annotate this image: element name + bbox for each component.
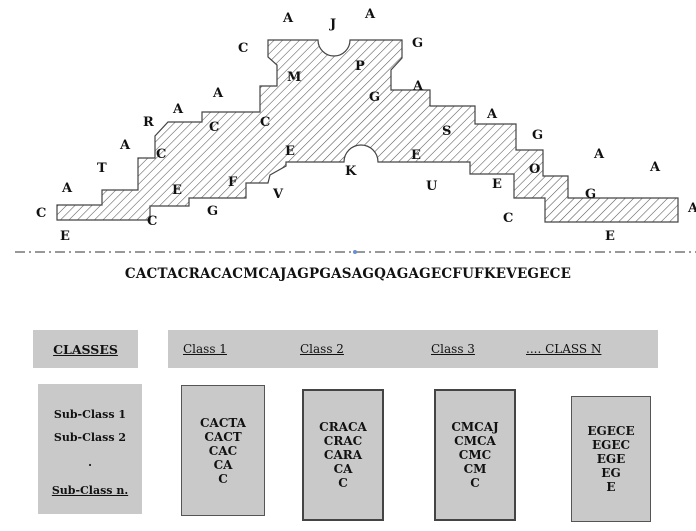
- letter-left-9: E: [172, 183, 182, 198]
- letter-left-2: E: [60, 229, 70, 244]
- letter-peak-2: J: [329, 17, 336, 32]
- classes-label-box: CLASSES: [33, 330, 138, 368]
- letter-right-2: S: [442, 124, 451, 139]
- letter-left-3: A: [61, 181, 73, 196]
- class-n-item: E: [606, 480, 616, 494]
- letter-right-7: A: [593, 147, 605, 162]
- class-header-3: Class 3: [431, 342, 475, 356]
- class-3-item: CM: [463, 462, 487, 476]
- letter-right-12: A: [687, 201, 696, 216]
- letter-left-7: C: [156, 147, 166, 162]
- class-2-item: C: [338, 476, 348, 490]
- letter-peak-8: A: [412, 79, 424, 94]
- letter-left-5: C: [147, 214, 157, 229]
- protein-structure-diagram: C E A T C A C R E A F C G A C C E V A J …: [15, 7, 696, 254]
- class-2-box: CRACA CRAC CARA CA C: [302, 389, 384, 521]
- letter-left-4: T: [97, 161, 107, 176]
- letter-right-1: E: [411, 148, 421, 163]
- class-2-item: CRACA: [319, 420, 367, 434]
- class-header-bar: Class 1 Class 2 Class 3 .... CLASS N: [168, 330, 658, 368]
- class-3-box: CMCAJ CMCA CMC CM C: [434, 389, 516, 521]
- class-3-item: CMCA: [454, 434, 496, 448]
- classes-label: CLASSES: [53, 341, 118, 357]
- letter-right-3: A: [486, 107, 498, 122]
- subclass-item: Sub-Class 2: [53, 431, 127, 444]
- class-1-box: CACTA CACT CAC CA C: [181, 385, 265, 516]
- class-n-item: EGEC: [591, 438, 631, 452]
- class-1-item: CACTA: [200, 415, 246, 430]
- letter-peak-6: P: [355, 59, 365, 74]
- letter-right-11: G: [585, 187, 596, 202]
- class-header-n: .... CLASS N: [526, 342, 602, 356]
- letter-left-18: V: [272, 187, 284, 202]
- letter-left-14: A: [212, 86, 224, 101]
- letter-left-10: A: [172, 102, 184, 117]
- amino-acid-sequence: CACTACRACACMCAJAGPGASAGQAGAGECFUFKEVEGEC…: [124, 266, 572, 282]
- subclass-box: Sub-Class 1 Sub-Class 2 . Sub-Class n.: [38, 384, 142, 514]
- class-n-item: EGE: [596, 452, 626, 466]
- subclass-item: .: [88, 456, 92, 469]
- class-2-item: CA: [333, 462, 353, 476]
- letter-left-6: A: [119, 138, 131, 153]
- class-2-item: CRAC: [323, 434, 363, 448]
- letter-right-13: E: [605, 229, 615, 244]
- letter-peak-4: G: [412, 36, 423, 51]
- letter-left-8: R: [143, 115, 154, 130]
- letter-right-8: O: [529, 162, 540, 177]
- class-header-1: Class 1: [183, 342, 227, 356]
- letter-right-5: E: [492, 177, 502, 192]
- letter-peak-1: A: [282, 11, 294, 26]
- class-1-item: CACT: [204, 429, 242, 444]
- class-n-item: EGECE: [587, 424, 635, 438]
- class-n-box: EGECE EGEC EGE EG E: [571, 396, 651, 522]
- letter-peak-9: K: [345, 164, 357, 179]
- letter-left-17: E: [285, 144, 295, 159]
- divider-marker: [353, 250, 357, 254]
- class-n-item: EG: [601, 466, 621, 480]
- hatched-backbone-shape: [56, 39, 679, 223]
- letter-peak-7: G: [369, 90, 380, 105]
- class-1-item: C: [218, 471, 228, 486]
- class-1-item: CAC: [208, 443, 238, 458]
- letter-right-9: C: [503, 211, 513, 226]
- class-2-item: CARA: [323, 448, 363, 462]
- letter-left-1: C: [36, 206, 46, 221]
- letter-left-13: G: [207, 204, 218, 219]
- class-header-2: Class 2: [300, 342, 344, 356]
- class-3-item: CMCAJ: [451, 420, 499, 434]
- subclass-item: Sub-Class n.: [51, 484, 129, 497]
- letter-peak-5: M: [287, 70, 301, 85]
- letter-left-12: C: [209, 120, 219, 135]
- class-1-item: CA: [213, 457, 233, 472]
- letter-left-11: F: [228, 175, 238, 190]
- letter-left-15: C: [260, 115, 270, 130]
- subclass-item: Sub-Class 1: [53, 408, 127, 421]
- letter-left-16: C: [238, 41, 248, 56]
- class-3-item: CMC: [458, 448, 492, 462]
- letter-peak-3: A: [364, 7, 376, 22]
- class-3-item: C: [470, 476, 480, 490]
- letter-right-4: U: [426, 179, 438, 194]
- letter-right-6: G: [532, 128, 543, 143]
- letter-right-10: A: [649, 160, 661, 175]
